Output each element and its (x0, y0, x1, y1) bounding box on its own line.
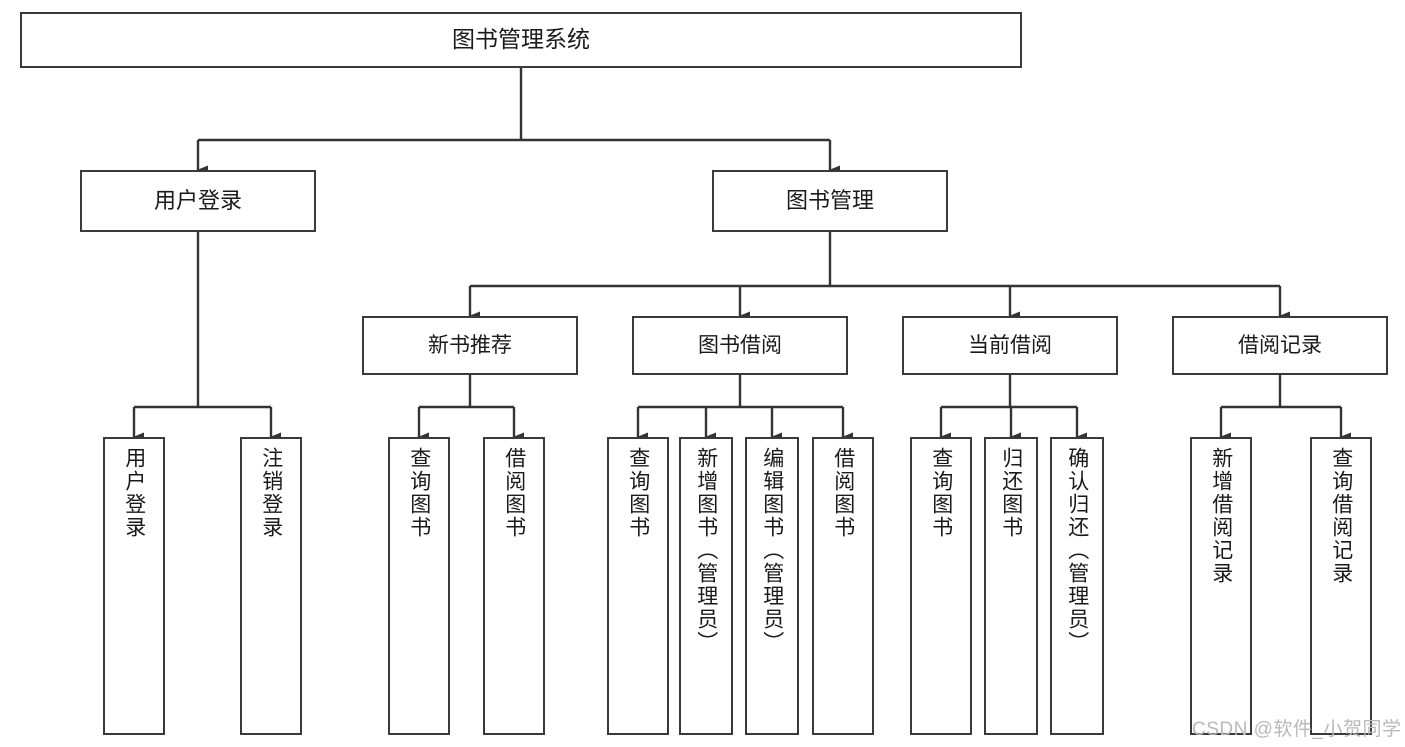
leaf-query-book-2[interactable]: 查询图书 (607, 437, 669, 735)
leaf-query-record-label: 查询借阅记录 (1329, 447, 1353, 585)
leaf-add-record[interactable]: 新增借阅记录 (1190, 437, 1252, 735)
leaf-borrow-book-1-label: 借阅图书 (502, 447, 526, 539)
leaf-query-book-1-label: 查询图书 (407, 447, 431, 539)
leaf-query-book-2-label: 查询图书 (626, 447, 650, 539)
node-book-borrow-label: 图书借阅 (698, 333, 782, 357)
leaf-borrow-book-2-label: 借阅图书 (831, 447, 855, 539)
node-user-login-label: 用户登录 (153, 187, 242, 213)
node-book-manage-label: 图书管理 (785, 187, 874, 213)
leaf-user-login[interactable]: 用户登录 (103, 437, 165, 735)
node-current-borrow[interactable]: 当前借阅 (902, 316, 1118, 375)
leaf-logout[interactable]: 注销登录 (240, 437, 302, 735)
node-current-borrow-label: 当前借阅 (968, 333, 1052, 357)
node-book-manage[interactable]: 图书管理 (712, 170, 948, 232)
node-book-borrow[interactable]: 图书借阅 (632, 316, 848, 375)
leaf-confirm-return[interactable]: 确认归还（管理员） (1050, 437, 1104, 735)
leaf-add-book[interactable]: 新增图书（管理员） (679, 437, 733, 735)
leaf-logout-label: 注销登录 (259, 447, 283, 539)
node-user-login[interactable]: 用户登录 (80, 170, 316, 232)
leaf-borrow-book-2[interactable]: 借阅图书 (812, 437, 874, 735)
leaf-query-book-3-label: 查询图书 (929, 447, 953, 539)
leaf-edit-book[interactable]: 编辑图书（管理员） (745, 437, 799, 735)
node-borrow-record-label: 借阅记录 (1238, 333, 1322, 357)
leaf-confirm-return-label: 确认归还（管理员） (1065, 447, 1089, 654)
leaf-add-book-label: 新增图书（管理员） (694, 447, 718, 654)
leaf-query-record[interactable]: 查询借阅记录 (1310, 437, 1372, 735)
node-new-book-recommend[interactable]: 新书推荐 (362, 316, 578, 375)
node-borrow-record[interactable]: 借阅记录 (1172, 316, 1388, 375)
node-root[interactable]: 图书管理系统 (20, 12, 1022, 68)
leaf-query-book-3[interactable]: 查询图书 (910, 437, 972, 735)
leaf-user-login-label: 用户登录 (122, 447, 146, 539)
leaf-return-book-label: 归还图书 (999, 447, 1023, 539)
leaf-add-record-label: 新增借阅记录 (1209, 447, 1233, 585)
leaf-return-book[interactable]: 归还图书 (984, 437, 1038, 735)
leaf-query-book-1[interactable]: 查询图书 (388, 437, 450, 735)
leaf-edit-book-label: 编辑图书（管理员） (760, 447, 784, 654)
leaf-borrow-book-1[interactable]: 借阅图书 (483, 437, 545, 735)
node-new-book-recommend-label: 新书推荐 (428, 333, 512, 357)
node-root-label: 图书管理系统 (452, 26, 590, 53)
